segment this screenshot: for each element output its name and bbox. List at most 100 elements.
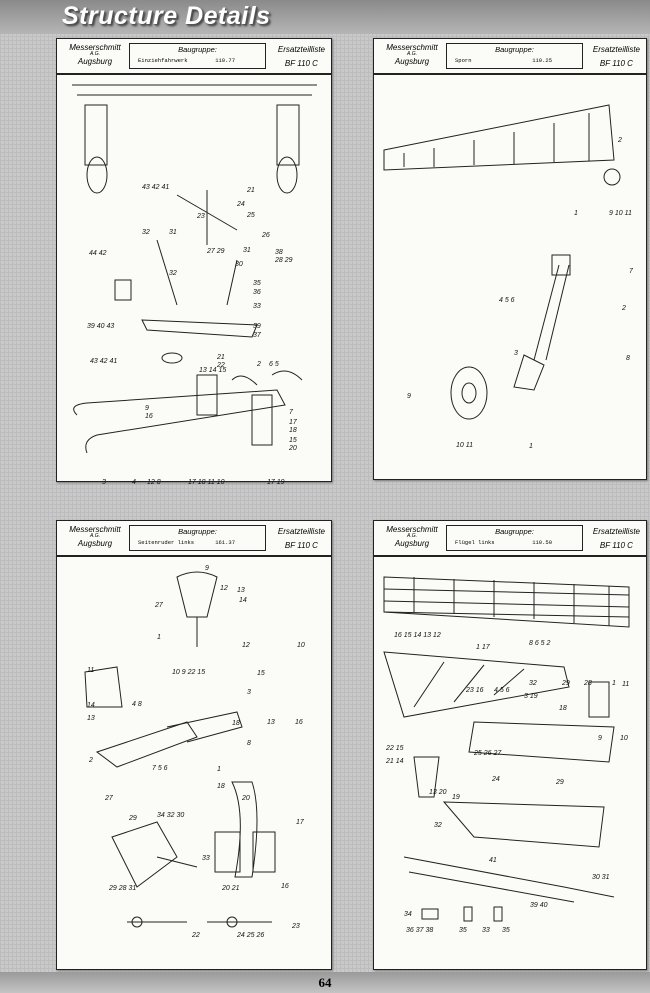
part-callout: 43 42 41 xyxy=(90,358,118,365)
part-callout: 24 xyxy=(492,776,500,783)
parts-list-label: Ersatzteilliste xyxy=(592,45,640,54)
part-callout: 33 xyxy=(253,303,261,310)
assembly-group-number: 110.50 xyxy=(532,539,552,546)
manufacturer-city: Augsburg xyxy=(77,539,113,548)
part-callout: 16 xyxy=(281,883,289,890)
part-callout: 1 xyxy=(529,443,533,450)
part-callout: 1 xyxy=(574,210,578,217)
part-callout: 39 40 43 xyxy=(87,323,115,330)
part-callout: 21 xyxy=(247,187,255,194)
manufacturer-suffix: A.G. xyxy=(406,533,417,539)
part-callout: 9 xyxy=(205,565,209,572)
part-callout: 3 xyxy=(247,689,251,696)
part-callout: 39 40 xyxy=(530,902,548,909)
part-callout: 1 17 xyxy=(476,644,490,651)
part-callout: 13 20 xyxy=(429,789,447,796)
part-callout: 16 15 14 13 12 xyxy=(394,632,441,639)
part-callout: 4 5 6 xyxy=(499,297,515,304)
part-callout: 20 xyxy=(242,795,250,802)
part-callout: 34 32 30 xyxy=(157,812,185,819)
manufacturer-suffix: A.G. xyxy=(406,51,417,57)
assembly-group-name: Seitenruder links xyxy=(138,539,195,546)
part-callout: 6 5 xyxy=(269,361,279,368)
part-callout: 22 xyxy=(192,932,200,939)
aircraft-type: BF 110 C xyxy=(599,59,633,68)
parts-list-label: Ersatzteilliste xyxy=(277,45,325,54)
aircraft-type: BF 110 C xyxy=(284,541,318,550)
part-callout: 3 xyxy=(514,350,518,357)
assembly-group-number: 110.25 xyxy=(532,57,552,64)
assembly-group-label: Baugruppe: xyxy=(178,527,217,536)
part-callout: 8 6 5 2 xyxy=(529,640,551,647)
footer-bar xyxy=(0,972,650,993)
part-callout: 12 xyxy=(242,642,250,649)
part-callout: 31 xyxy=(243,247,251,254)
parts-list-block: Ersatzteilliste BF 110 C xyxy=(593,43,640,71)
part-callout: 13 xyxy=(237,587,245,594)
manufacturer-city: Augsburg xyxy=(77,57,113,66)
part-callout: 10 xyxy=(297,642,305,649)
part-callout: 32 xyxy=(434,822,442,829)
part-callout: 33 xyxy=(202,855,210,862)
part-callout: 33 xyxy=(482,927,490,934)
part-callout: 32 xyxy=(169,270,177,277)
assembly-group-name: Sporn xyxy=(455,57,472,64)
part-callout: 13 14 15 xyxy=(199,367,227,374)
assembly-group-label: Baugruppe: xyxy=(178,45,217,54)
part-callout: 19 xyxy=(452,794,460,801)
part-callout: 29 xyxy=(562,680,570,687)
part-callout: 2 xyxy=(618,137,622,144)
assembly-group-number: 110.77 xyxy=(215,57,235,64)
part-callout: 25 26 27 xyxy=(474,750,502,757)
part-callout: 3 xyxy=(102,479,106,486)
part-callout: 23 xyxy=(292,923,300,930)
part-callout: 7 xyxy=(289,409,293,416)
part-callout: 39 xyxy=(253,323,261,330)
part-callout: 34 xyxy=(404,911,412,918)
part-callout: 38 xyxy=(275,249,283,256)
part-callout: 20 xyxy=(289,445,297,452)
manufacturer-suffix: A.G. xyxy=(89,533,100,539)
part-callout: 21 14 xyxy=(386,758,404,765)
part-callout: 4 xyxy=(132,479,136,486)
parts-list-label: Ersatzteilliste xyxy=(592,527,640,536)
part-callout: 12 xyxy=(220,585,228,592)
assembly-group-label: Baugruppe: xyxy=(495,527,534,536)
part-callout: 36 37 38 xyxy=(406,927,434,934)
part-callout: 35 xyxy=(459,927,467,934)
part-callout: 32 xyxy=(529,680,537,687)
parts-list-label: Ersatzteilliste xyxy=(277,527,325,536)
part-callout: 21 xyxy=(217,354,225,361)
part-callout: 36 xyxy=(253,289,261,296)
part-callout: 10 9 22 15 xyxy=(172,669,206,676)
part-callout: 13 xyxy=(87,715,95,722)
part-callout: 17 18 11 10 xyxy=(188,479,225,486)
part-callout: 11 xyxy=(87,667,95,674)
part-callout: 7 xyxy=(629,268,633,275)
part-callout: 12 8 xyxy=(147,479,161,486)
part-callout: 1 xyxy=(217,766,221,773)
manufacturer-name: Messerschmitt xyxy=(386,43,438,52)
manufacturer-name: Messerschmitt xyxy=(69,525,121,534)
part-callout: 9 10 11 xyxy=(609,210,632,217)
part-callout: 44 42 xyxy=(89,250,107,257)
part-callout: 22 15 xyxy=(386,745,404,752)
manufacturer-suffix: A.G. xyxy=(89,51,100,57)
part-callout: 24 25 26 xyxy=(237,932,265,939)
part-callout: 41 xyxy=(489,857,497,864)
part-callout: 29 xyxy=(129,815,137,822)
